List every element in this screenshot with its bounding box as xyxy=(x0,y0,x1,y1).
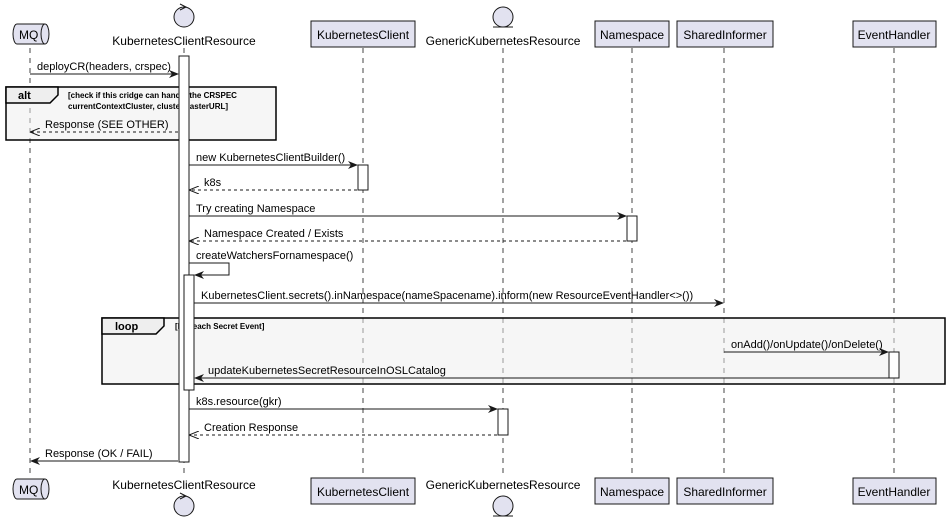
participant-label: SharedInformer xyxy=(683,28,766,42)
msg-create-watchers: createWatchersFornamespace() xyxy=(196,250,353,262)
msg-response-ok-fail: Response (OK / FAIL) xyxy=(45,448,153,460)
participant-label: Namespace xyxy=(600,485,664,499)
participant-box xyxy=(676,477,774,505)
participant-label: MQ xyxy=(19,28,38,42)
msg-deploy-cr: deployCR(headers, crspec) xyxy=(37,61,171,73)
activation-namespace xyxy=(626,215,638,242)
participant-label: KubernetesClient xyxy=(317,485,410,499)
activation-kcr-nested xyxy=(183,274,195,391)
participant-ns-top: Namespace xyxy=(594,20,670,48)
msg-creation-response: Creation Response xyxy=(204,422,298,434)
msg-new-client-builder: new KubernetesClientBuilder() xyxy=(196,152,345,164)
participant-label: GenericKubernetesResource xyxy=(426,478,581,492)
participant-gkr-top: GenericKubernetesResource xyxy=(426,6,581,48)
participant-label: KubernetesClientResource xyxy=(112,34,256,48)
msg-response-see-other: Response (SEE OTHER) xyxy=(45,119,168,131)
participant-mq-bottom: MQ xyxy=(12,478,50,500)
participant-label: SharedInformer xyxy=(683,485,766,499)
participant-box xyxy=(310,20,416,48)
participant-gkr-bottom: GenericKubernetesResource xyxy=(426,478,581,517)
alt-frame-tab xyxy=(5,86,59,104)
participant-box xyxy=(852,20,937,48)
participant-kcr-bottom: KubernetesClientResource xyxy=(112,478,256,517)
loop-keyword: loop xyxy=(115,321,138,333)
participant-label: MQ xyxy=(19,483,38,497)
control-icon xyxy=(173,495,195,517)
participant-box xyxy=(852,477,937,505)
activations xyxy=(178,55,900,463)
message-labels: deployCR(headers, crspec) Response (SEE … xyxy=(37,61,883,460)
msg-k8s-resource: k8s.resource(gkr) xyxy=(196,396,282,408)
participant-si-top: SharedInformer xyxy=(676,20,774,48)
participants-top: MQ KubernetesClientResource KubernetesCl… xyxy=(12,3,937,48)
activation-kcr-main xyxy=(178,55,190,463)
alt-keyword: alt xyxy=(18,90,31,102)
queue-icon-cap xyxy=(40,478,46,500)
loop-frame: loop [For each Secret Event] xyxy=(101,317,946,385)
participant-ns-bottom: Namespace xyxy=(594,477,670,505)
arrow-create-watchers xyxy=(189,262,230,279)
participant-kclient-bottom: KubernetesClient xyxy=(310,477,416,505)
msg-on-add-update-delete: onAdd()/onUpdate()/onDelete() xyxy=(731,339,883,351)
participant-label: EventHandler xyxy=(858,28,931,42)
participant-label: GenericKubernetesResource xyxy=(426,34,581,48)
participant-label: KubernetesClient xyxy=(317,28,410,42)
control-arrow-icon xyxy=(179,3,188,11)
participant-eh-bottom: EventHandler xyxy=(852,477,937,505)
messages xyxy=(30,70,889,465)
participant-label: EventHandler xyxy=(858,485,931,499)
participant-kcr-top: KubernetesClientResource xyxy=(112,3,256,48)
participants-bottom: MQ KubernetesClientResource KubernetesCl… xyxy=(12,477,937,517)
msg-update-secret: updateKubernetesSecretResourceInOSLCatal… xyxy=(208,365,446,377)
alt-guard-line-2: currentContextCluster, clusterMasterURL] xyxy=(68,102,228,111)
participant-kclient-top: KubernetesClient xyxy=(310,20,416,48)
activation-generic-kubernetes-resource xyxy=(497,408,509,436)
entity-icon xyxy=(492,6,514,28)
control-arrow-icon xyxy=(179,492,188,500)
participant-box xyxy=(594,477,670,505)
participant-eh-top: EventHandler xyxy=(852,20,937,48)
activation-event-handler xyxy=(888,351,900,379)
queue-icon-cap xyxy=(40,23,46,45)
msg-k8s: k8s xyxy=(204,177,222,189)
msg-try-creating-namespace: Try creating Namespace xyxy=(196,203,315,215)
loop-guard: [For each Secret Event] xyxy=(175,322,265,331)
msg-inform: KubernetesClient.secrets().inNamespace(n… xyxy=(201,290,693,302)
alt-guard-line-1: [check if this cridge can handle the CRS… xyxy=(68,91,237,100)
participant-box xyxy=(310,477,416,505)
participant-box xyxy=(676,20,774,48)
entity-icon xyxy=(492,495,514,517)
loop-frame-box xyxy=(101,317,946,385)
activation-kubernetes-client xyxy=(357,164,369,191)
participant-si-bottom: SharedInformer xyxy=(676,477,774,505)
alt-frame: alt [check if this cridge can handle the… xyxy=(5,86,277,141)
participant-mq-top: MQ xyxy=(12,23,50,45)
control-icon xyxy=(173,6,195,28)
participant-box xyxy=(594,20,670,48)
participant-label: KubernetesClientResource xyxy=(112,478,256,492)
loop-frame-tab xyxy=(101,317,165,335)
participant-label: Namespace xyxy=(600,28,664,42)
msg-namespace-created: Namespace Created / Exists xyxy=(204,228,344,240)
